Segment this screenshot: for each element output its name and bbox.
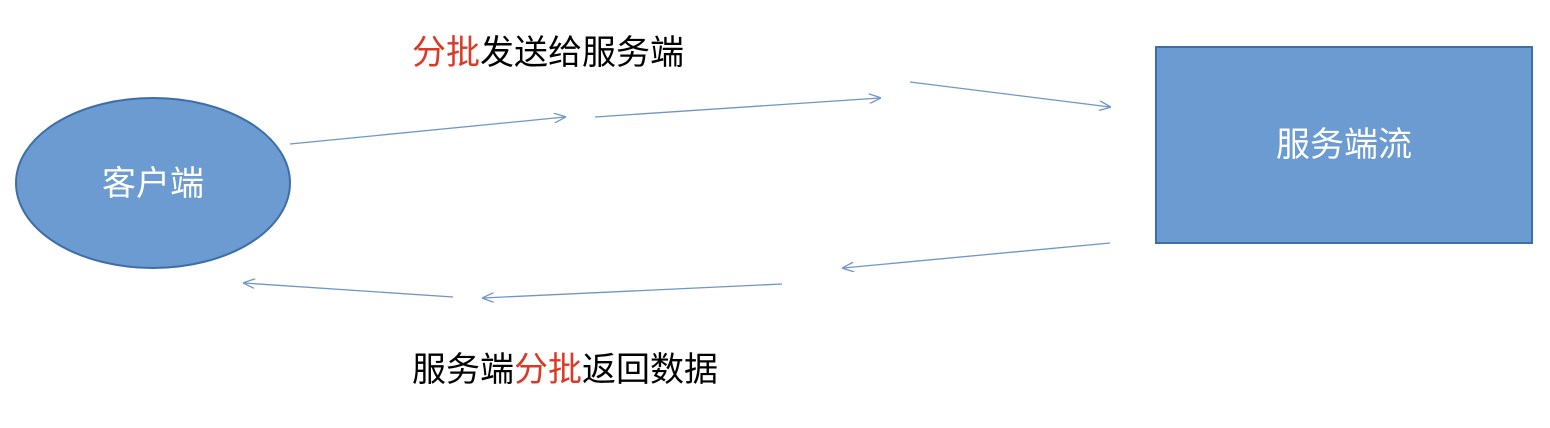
request-caption-text: 发送给服务端 xyxy=(480,33,684,73)
server-node-shape xyxy=(1155,46,1533,244)
request-caption-highlight: 分批 xyxy=(412,33,480,73)
response-caption-prefix: 服务端 xyxy=(412,350,514,390)
request-caption: 分批发送给服务端 xyxy=(412,33,684,73)
response-arrow-1 xyxy=(843,242,1111,268)
request-arrow-3 xyxy=(909,81,1110,107)
request-arrow-1 xyxy=(289,117,565,145)
request-arrow-2 xyxy=(594,98,880,118)
response-arrow-2 xyxy=(483,283,783,298)
client-node-shape xyxy=(15,97,291,269)
response-arrow-3 xyxy=(244,283,454,298)
response-caption: 服务端分批返回数据 xyxy=(412,350,718,390)
response-caption-highlight: 分批 xyxy=(514,350,582,390)
server-node-label: 服务端流 xyxy=(1276,125,1412,165)
client-node-label: 客户端 xyxy=(102,164,204,204)
response-caption-text: 返回数据 xyxy=(582,350,718,390)
